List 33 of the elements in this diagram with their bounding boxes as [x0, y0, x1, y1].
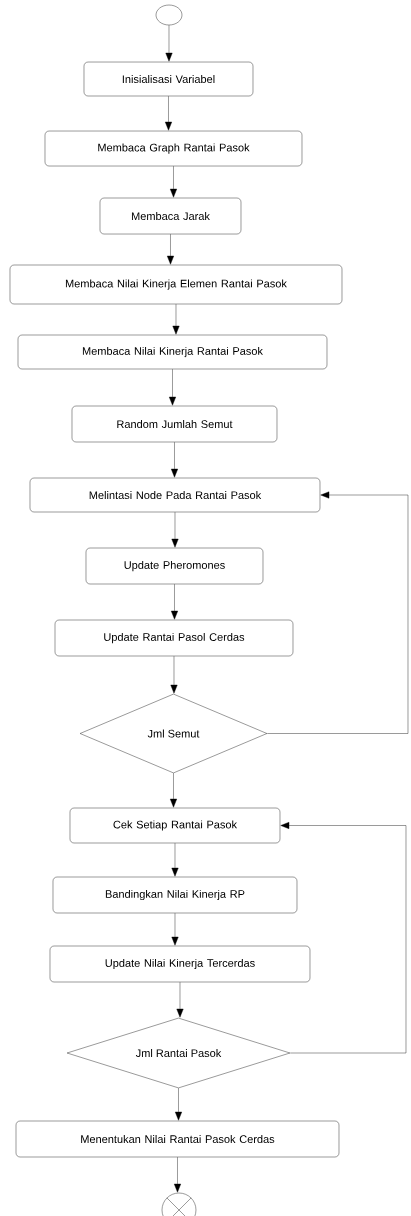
end-circle	[161, 1192, 197, 1216]
process-box: Bandingkan Nilai Kinerja RP	[52, 876, 298, 914]
process-box: Membaca Jarak	[99, 197, 242, 235]
process-box: Inisialisasi Variabel	[83, 61, 254, 97]
arrow	[170, 656, 178, 694]
arrow	[171, 843, 179, 877]
arrow	[176, 982, 184, 1018]
arrow	[167, 234, 174, 265]
process-box: Membaca Graph Rantai Pasok	[44, 130, 303, 167]
process-box: Update Nilai Kinerja Tercerdas	[49, 945, 311, 983]
process-box: Random Jumlah Semut	[71, 405, 278, 443]
arrow	[169, 369, 176, 406]
process-box: Melintasi Node Pada Rantai Pasok	[29, 477, 321, 513]
arrow	[165, 96, 172, 131]
arrow	[280, 822, 407, 1054]
arrow	[172, 304, 180, 335]
arrow	[170, 773, 177, 808]
arrow	[165, 25, 173, 62]
arrow	[267, 491, 409, 734]
arrow	[174, 1157, 181, 1193]
arrow	[175, 1088, 182, 1121]
arrow	[171, 442, 178, 478]
arrow	[171, 584, 178, 620]
start-circle	[155, 4, 183, 26]
process-box: Membaca Nilai Kinerja Rantai Pasok	[17, 334, 328, 370]
arrow	[171, 913, 179, 946]
arrow	[171, 512, 179, 548]
arrow	[170, 166, 177, 198]
process-box: Membaca Nilai Kinerja Elemen Rantai Pasok	[9, 264, 343, 305]
process-box: Menentukan Nilai Rantai Pasok Cerdas	[15, 1120, 340, 1158]
process-box: Update Pheromones	[85, 547, 264, 585]
process-box: Update Rantai Pasol Cerdas	[54, 619, 294, 657]
process-box: Cek Setiap Rantai Pasok	[69, 807, 281, 844]
